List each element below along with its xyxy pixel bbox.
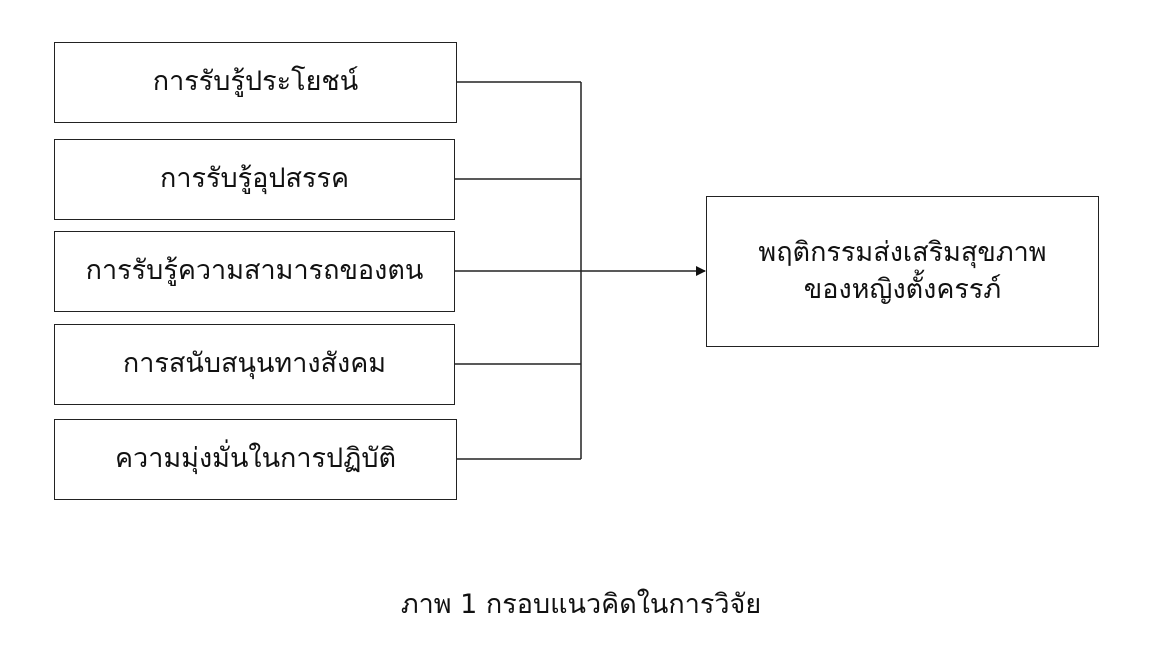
factor-box-self-efficacy: การรับรู้ความสามารถของตน	[54, 231, 455, 312]
figure-caption: ภาพ 1 กรอบแนวคิดในการวิจัย	[400, 589, 762, 620]
factor-label: การรับรู้ความสามารถของตน	[85, 255, 424, 287]
factor-label: การรับรู้อุปสรรค	[159, 163, 350, 195]
outcome-label-line1: พฤติกรรมส่งเสริมสุขภาพ	[758, 237, 1047, 269]
factor-box-perceived-benefits: การรับรู้ประโยชน์	[54, 42, 457, 123]
factor-box-perceived-barriers: การรับรู้อุปสรรค	[54, 139, 455, 220]
factor-label: ความมุ่งมั่นในการปฏิบัติ	[114, 443, 396, 475]
factor-label: การสนับสนุนทางสังคม	[122, 348, 387, 380]
factor-label: การรับรู้ประโยชน์	[152, 66, 359, 98]
factor-box-commitment: ความมุ่งมั่นในการปฏิบัติ	[54, 419, 457, 500]
outcome-box: พฤติกรรมส่งเสริมสุขภาพ ของหญิงตั้งครรภ์	[706, 196, 1099, 347]
factor-box-social-support: การสนับสนุนทางสังคม	[54, 324, 455, 405]
outcome-label-line2: ของหญิงตั้งครรภ์	[803, 273, 1002, 305]
